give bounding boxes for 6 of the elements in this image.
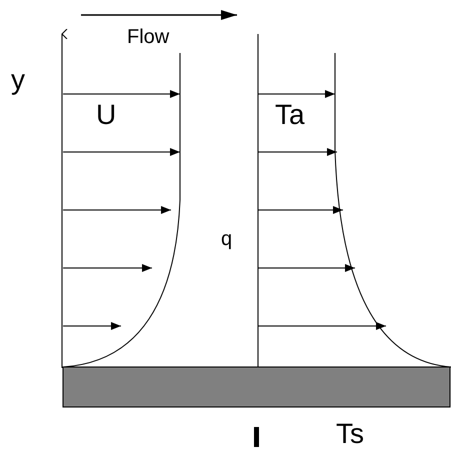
heat-flux-label: q <box>221 229 232 249</box>
axis-label: y <box>11 66 25 94</box>
flow-label: Flow <box>127 27 170 47</box>
temperature-label: Ta <box>275 101 305 129</box>
surface-temperature-label: Ts <box>336 420 364 448</box>
velocity-label: U <box>96 101 116 129</box>
